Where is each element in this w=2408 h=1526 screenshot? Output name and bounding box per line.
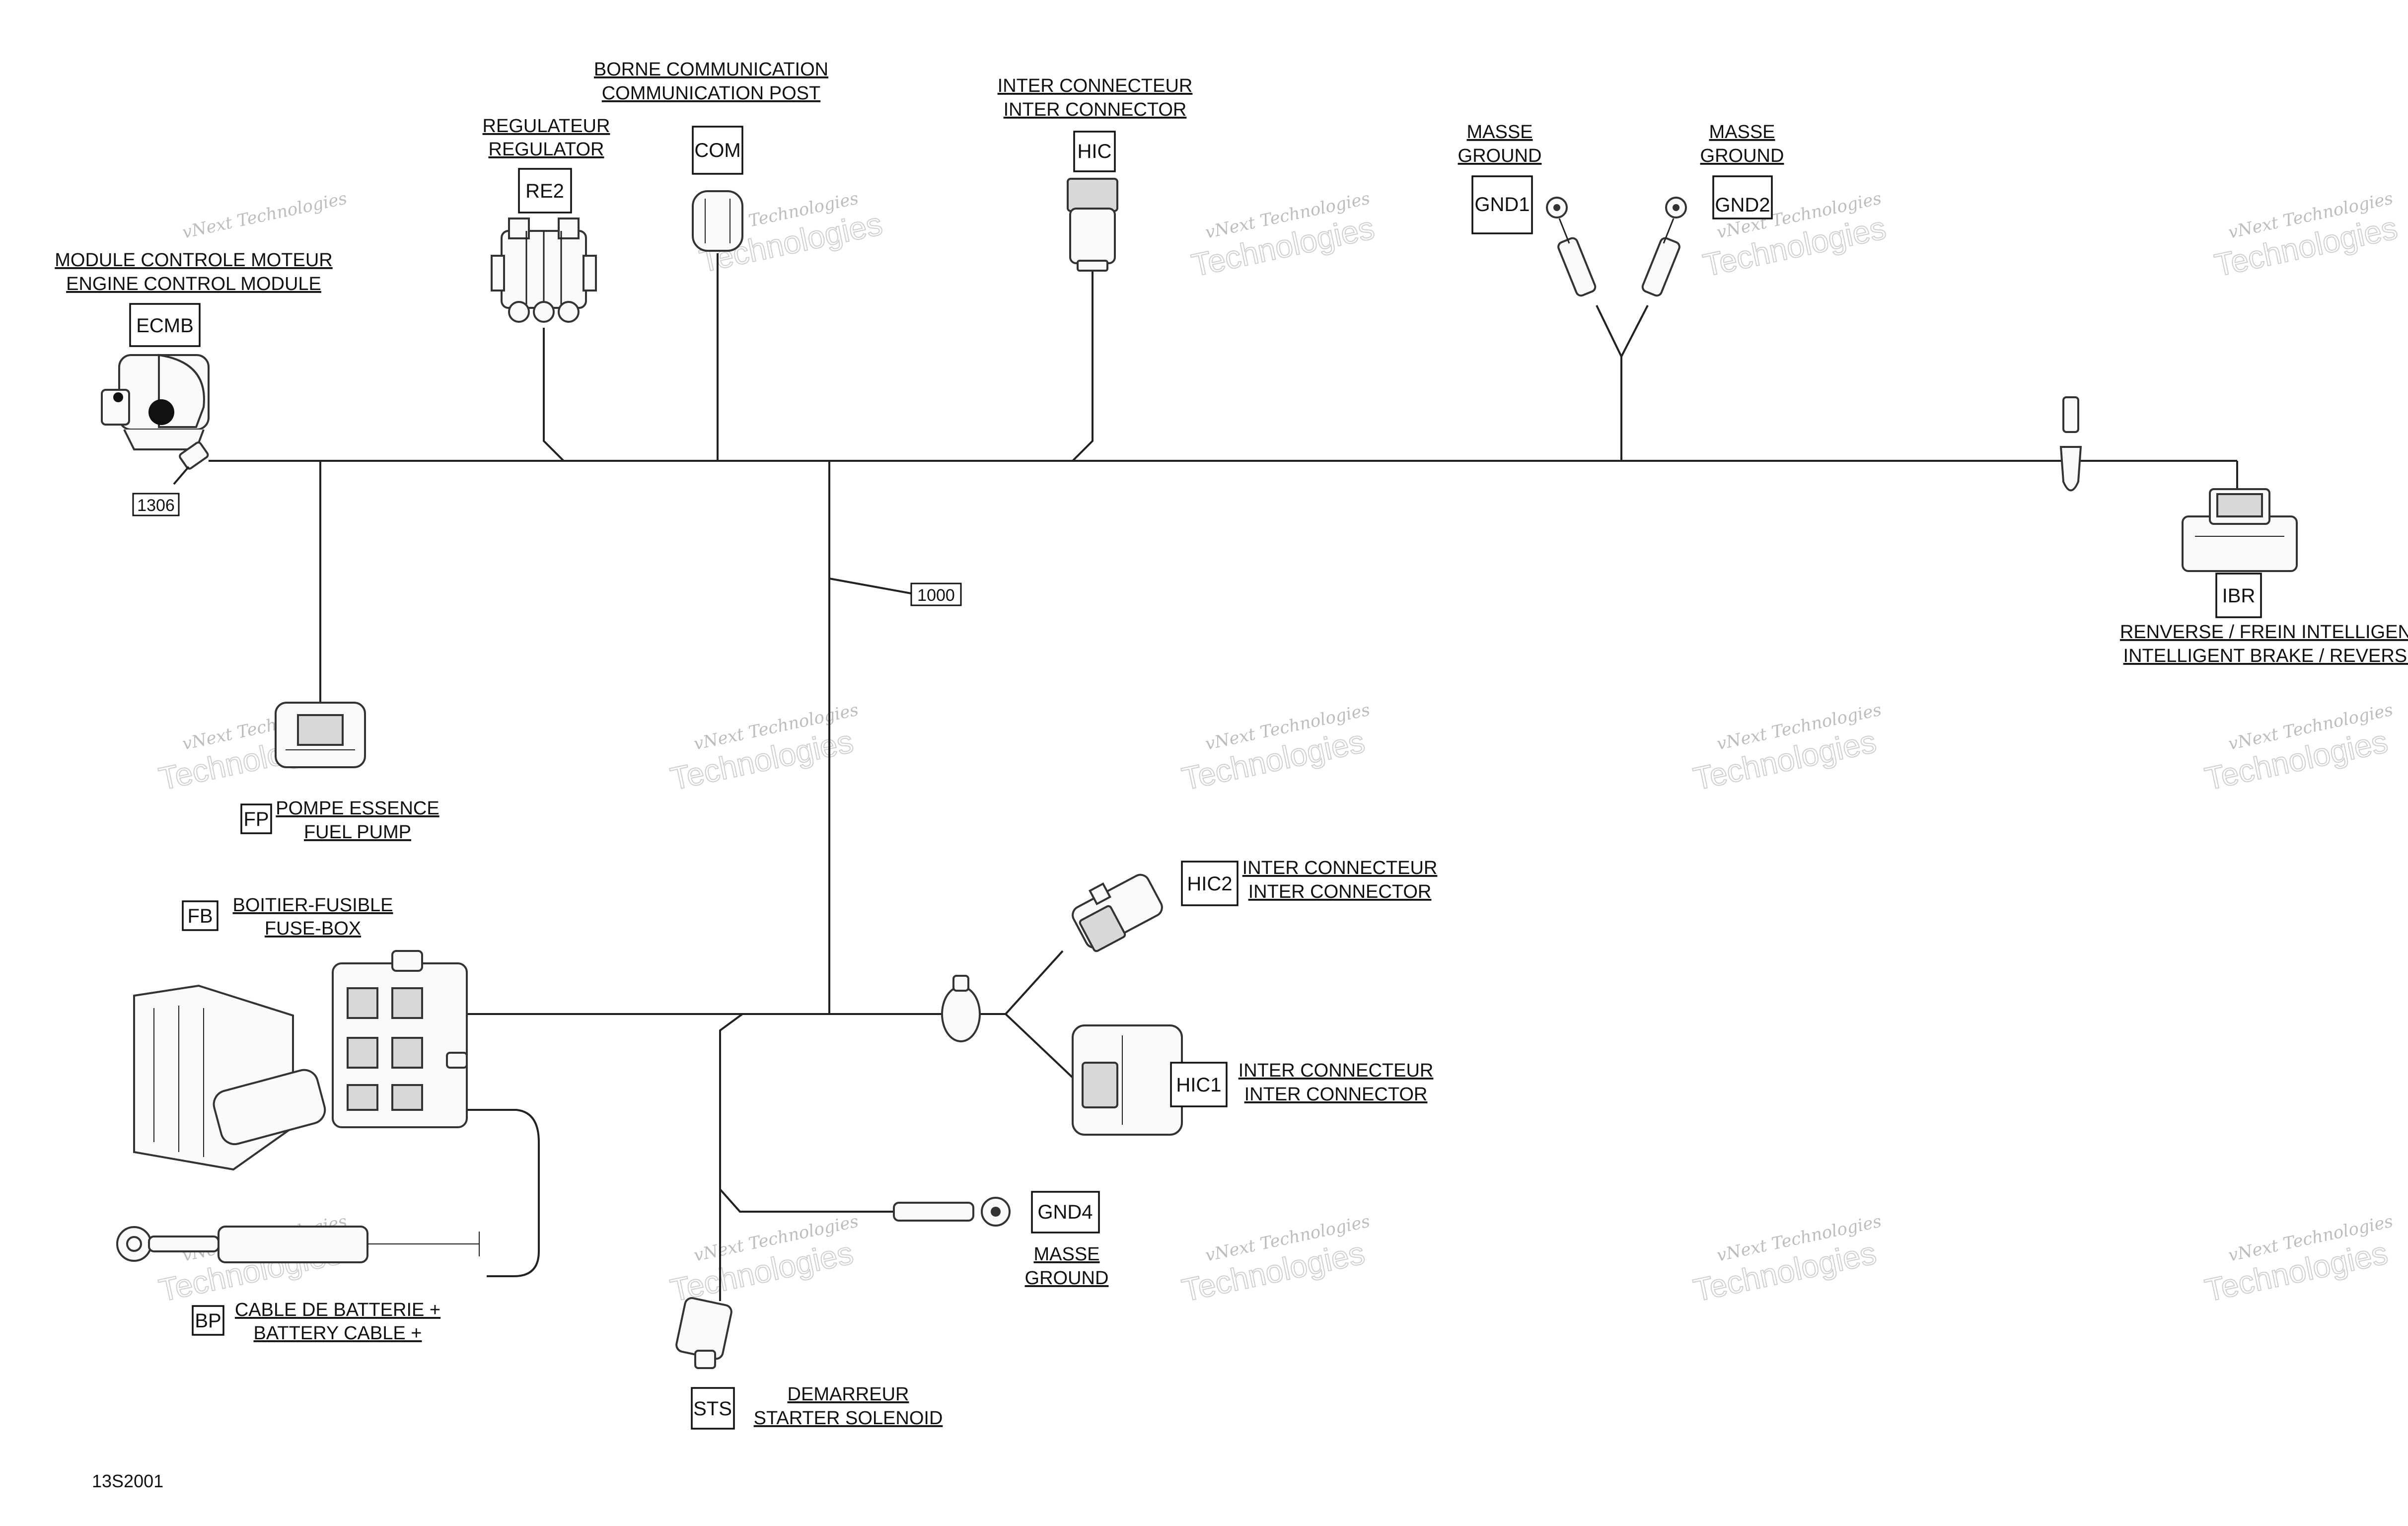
- com-label-fr: BORNE COMMUNICATION: [594, 59, 828, 80]
- sts-tag-text: STS: [693, 1398, 732, 1420]
- sts-component: [675, 1297, 732, 1369]
- gnd1-branch-wire: [1596, 305, 1622, 357]
- bp-tag: BP: [192, 1305, 224, 1336]
- hic2-component: [1072, 873, 1163, 952]
- gnd1-label-fr: MASSE: [1466, 122, 1532, 143]
- ecmb-tag: ECMB: [129, 303, 201, 347]
- re2-tag-text: RE2: [525, 180, 564, 202]
- gnd1-label-en: GROUND: [1458, 145, 1542, 166]
- re2-drop-wire: [543, 328, 565, 462]
- hic-tag-text: HIC: [1078, 141, 1112, 162]
- hic-drop-wire: [1072, 268, 1094, 462]
- ecmb-connector-icon: [148, 399, 174, 425]
- fp-label-en: FUEL PUMP: [304, 822, 411, 843]
- gnd2-tag: GND2: [1712, 175, 1773, 219]
- ibr-label-fr: RENVERSE / FREIN INTELLIGENT: [2120, 622, 2408, 643]
- ibr-component: [2182, 488, 2298, 572]
- fp-tag-text: FP: [243, 808, 269, 830]
- gnd2-label-fr: MASSE: [1709, 122, 1775, 143]
- battery-loop-wire: [462, 1109, 540, 1277]
- sts-label-en: STARTER SOLENOID: [754, 1408, 943, 1429]
- gnd4-tag: GND4: [1031, 1191, 1100, 1234]
- hic1-branch-wire: [1005, 1013, 1074, 1079]
- wire-number-1000: 1000: [910, 582, 962, 606]
- com-tag: COM: [692, 126, 743, 175]
- hic1-component: [1072, 1024, 1183, 1136]
- gnd2-branch-wire: [1620, 305, 1649, 357]
- gnd1-tag-text: GND1: [1474, 194, 1530, 216]
- fb-component: [133, 950, 468, 1171]
- hic2-tag-text: HIC2: [1187, 873, 1232, 895]
- hic1-tag: HIC1: [1170, 1062, 1228, 1107]
- diagram-code: 13S2001: [92, 1471, 163, 1491]
- hic2-branch-wire: [1005, 950, 1064, 1015]
- watermark-layer: vNext Technologies vNext Technologies Te…: [155, 188, 2401, 1308]
- gnd4-label-fr: MASSE: [1033, 1244, 1099, 1265]
- re2-component: [491, 218, 597, 323]
- hic1-tag-text: HIC1: [1176, 1074, 1221, 1096]
- bp-tag-text: BP: [195, 1310, 221, 1332]
- com-tag-text: COM: [694, 140, 740, 161]
- gnd4-label-en: GROUND: [1025, 1268, 1109, 1289]
- hic-label-fr: INTER CONNECTEUR: [998, 75, 1193, 96]
- re2-label-en: REGULATOR: [489, 139, 604, 160]
- fp-component: [275, 702, 366, 768]
- fb-tag-text: FB: [187, 905, 213, 927]
- bp-label-fr: CABLE DE BATTERIE +: [235, 1300, 440, 1320]
- hic2-label-en: INTER CONNECTOR: [1248, 881, 1432, 902]
- harness-wires: [209, 253, 2238, 1301]
- gnd4-component: [893, 1197, 1011, 1227]
- gnd2-component: [1641, 197, 1687, 297]
- com-label-en: COMMUNICATION POST: [602, 83, 821, 104]
- hic2-label-fr: INTER CONNECTEUR: [1242, 858, 1438, 878]
- sts-tag: STS: [691, 1387, 735, 1430]
- gnd2-label-en: GROUND: [1700, 145, 1784, 166]
- bp-component: [116, 1226, 480, 1263]
- lower-cap-component: [941, 975, 981, 1042]
- hic-label-en: INTER CONNECTOR: [1004, 99, 1187, 120]
- re2-tag: RE2: [518, 168, 572, 214]
- bp-label-en: BATTERY CABLE +: [254, 1323, 422, 1344]
- gnd1-tag: GND1: [1471, 175, 1533, 234]
- fp-tag: FP: [240, 803, 272, 834]
- ecmb-label-en: ENGINE CONTROL MODULE: [66, 274, 321, 294]
- fb-label-fr: BOITIER-FUSIBLE: [232, 895, 393, 916]
- hic1-label-en: INTER CONNECTOR: [1244, 1084, 1428, 1105]
- ecmb-label-fr: MODULE CONTROLE MOTEUR: [55, 250, 332, 271]
- hic-tag: HIC: [1073, 131, 1116, 172]
- wire-number-1000-text: 1000: [917, 586, 955, 605]
- ecmb-component: [101, 354, 210, 485]
- wire-number-1306: 1306: [132, 493, 180, 516]
- watermark-text: vNext Technologies: [181, 188, 349, 242]
- gnd1-component: [1546, 197, 1597, 297]
- label-1000-leader: [829, 578, 912, 594]
- wire-number-1306-text: 1306: [137, 496, 175, 515]
- gnd4-branch-wire: [719, 1188, 894, 1213]
- re2-label-fr: REGULATEUR: [483, 116, 610, 137]
- ibr-tag-text: IBR: [2222, 585, 2256, 607]
- ecmb-tag-text: ECMB: [136, 315, 194, 337]
- sts-drop-wire: [719, 1013, 743, 1301]
- ibr-tag: IBR: [2215, 573, 2262, 618]
- fb-label-en: FUSE-BOX: [265, 918, 361, 939]
- fp-label-fr: POMPE ESSENCE: [276, 798, 439, 819]
- gnd4-tag-text: GND4: [1037, 1201, 1093, 1223]
- trunk-cap-component: [2059, 396, 2082, 492]
- hic-component: [1067, 178, 1118, 272]
- com-component: [692, 190, 743, 252]
- hic2-tag: HIC2: [1181, 861, 1239, 906]
- sts-label-fr: DEMARREUR: [788, 1384, 909, 1405]
- hic1-label-fr: INTER CONNECTEUR: [1239, 1060, 1434, 1081]
- gnd2-tag-text: GND2: [1715, 194, 1770, 216]
- ibr-label-en: INTELLIGENT BRAKE / REVERSE: [2123, 646, 2408, 666]
- fb-tag: FB: [182, 900, 219, 931]
